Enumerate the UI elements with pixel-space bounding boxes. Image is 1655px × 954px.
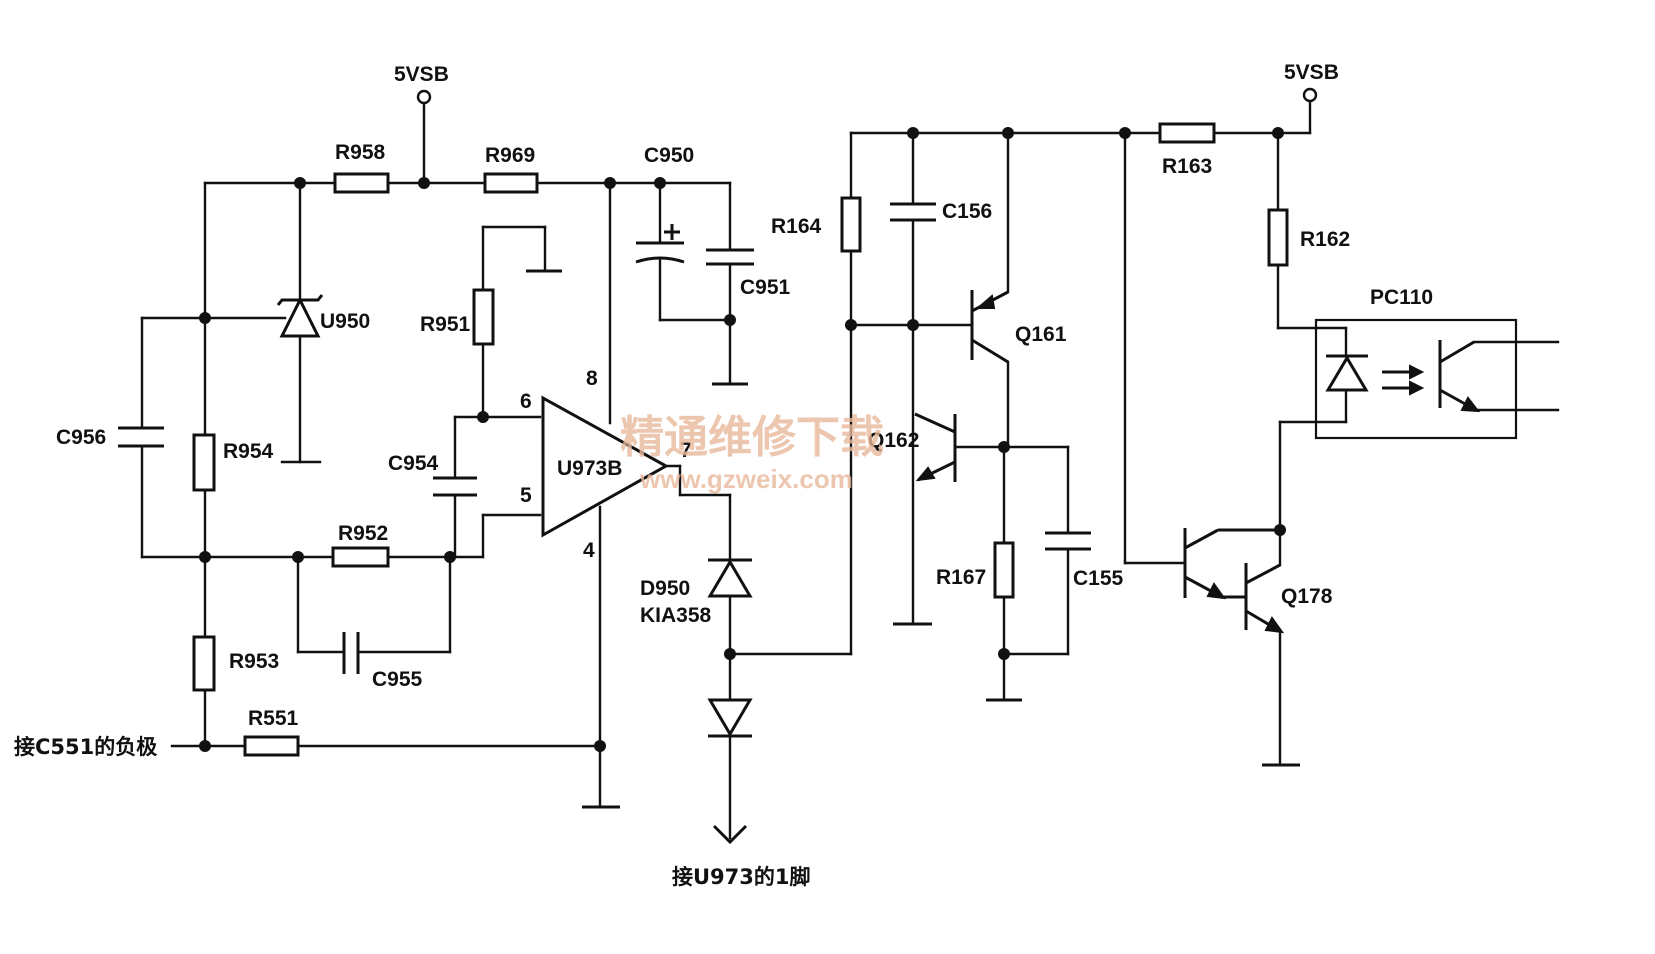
label-r952: R952 [338, 522, 388, 545]
diode-lower [707, 698, 753, 738]
c954-capacitor [433, 476, 477, 497]
label-input-note: 接C551的负极 [14, 735, 158, 759]
c156-capacitor [890, 202, 936, 222]
watermark-url: www.gzweix.com [639, 464, 853, 494]
c950-capacitor [635, 224, 685, 264]
r551-resistor [243, 735, 300, 757]
junctions-left [199, 177, 736, 752]
label-pin8: 8 [586, 367, 598, 390]
r162-resistor [1267, 208, 1289, 267]
label-pin4: 4 [583, 539, 595, 562]
watermark-text: 精通维修下载 [620, 412, 884, 463]
q162-transistor [914, 412, 957, 482]
label-q161: Q161 [1015, 323, 1067, 346]
c155-capacitor [1045, 531, 1091, 551]
q161-transistor [970, 290, 1009, 364]
r164-resistor [840, 196, 862, 253]
label-pin5: 5 [520, 484, 532, 507]
pc110-optocoupler [1276, 318, 1560, 440]
label-c955: C955 [372, 668, 423, 691]
r954-resistor [192, 433, 216, 492]
label-c951: C951 [740, 276, 791, 299]
label-r551: R551 [248, 707, 299, 730]
label-c954: C954 [388, 452, 439, 475]
label-c956: C956 [56, 426, 106, 449]
c951-capacitor [706, 248, 754, 266]
label-vsb-right: 5VSB [1284, 61, 1339, 84]
r167-resistor [993, 541, 1015, 599]
label-q162: Q162 [868, 429, 919, 452]
label-u973b: U973B [557, 457, 622, 480]
label-r954: R954 [223, 440, 274, 463]
r969-resistor [483, 172, 539, 194]
vsb-left-terminal [416, 89, 432, 105]
q178-transistor [1183, 528, 1285, 634]
output-arrow [712, 824, 748, 845]
c955-capacitor [342, 632, 360, 674]
label-vsb-left: 5VSB [394, 63, 449, 86]
vsb-right-terminal [1302, 87, 1318, 103]
u950-zener [276, 294, 324, 338]
label-c156: C156 [942, 200, 992, 223]
label-u950: U950 [320, 310, 370, 333]
u973b-opamp [541, 395, 670, 538]
label-q178: Q178 [1281, 585, 1333, 608]
label-r958: R958 [335, 141, 386, 164]
r951-resistor [472, 288, 495, 346]
label-r164: R164 [771, 215, 822, 238]
label-r953: R953 [229, 650, 279, 673]
top-rail-left [203, 89, 732, 185]
d950-diode [707, 558, 753, 598]
r958-resistor [333, 172, 390, 194]
label-r162: R162 [1300, 228, 1350, 251]
label-r951: R951 [420, 313, 471, 336]
label-kia358: KIA358 [640, 604, 712, 627]
r163-resistor [1158, 122, 1216, 144]
label-r163: R163 [1162, 155, 1212, 178]
label-r969: R969 [485, 144, 535, 167]
label-pin6: 6 [520, 390, 532, 413]
label-pc110: PC110 [1370, 286, 1433, 309]
r953-resistor [192, 635, 216, 692]
label-c950: C950 [644, 144, 694, 167]
label-pin7: 7 [680, 439, 692, 462]
label-r167: R167 [936, 566, 986, 589]
label-c155: C155 [1073, 567, 1124, 590]
junctions-right [845, 127, 1286, 660]
c956-capacitor [118, 426, 164, 448]
label-output-note: 接U973的1脚 [672, 865, 811, 889]
label-d950: D950 [640, 577, 690, 600]
r952-resistor [331, 546, 390, 568]
